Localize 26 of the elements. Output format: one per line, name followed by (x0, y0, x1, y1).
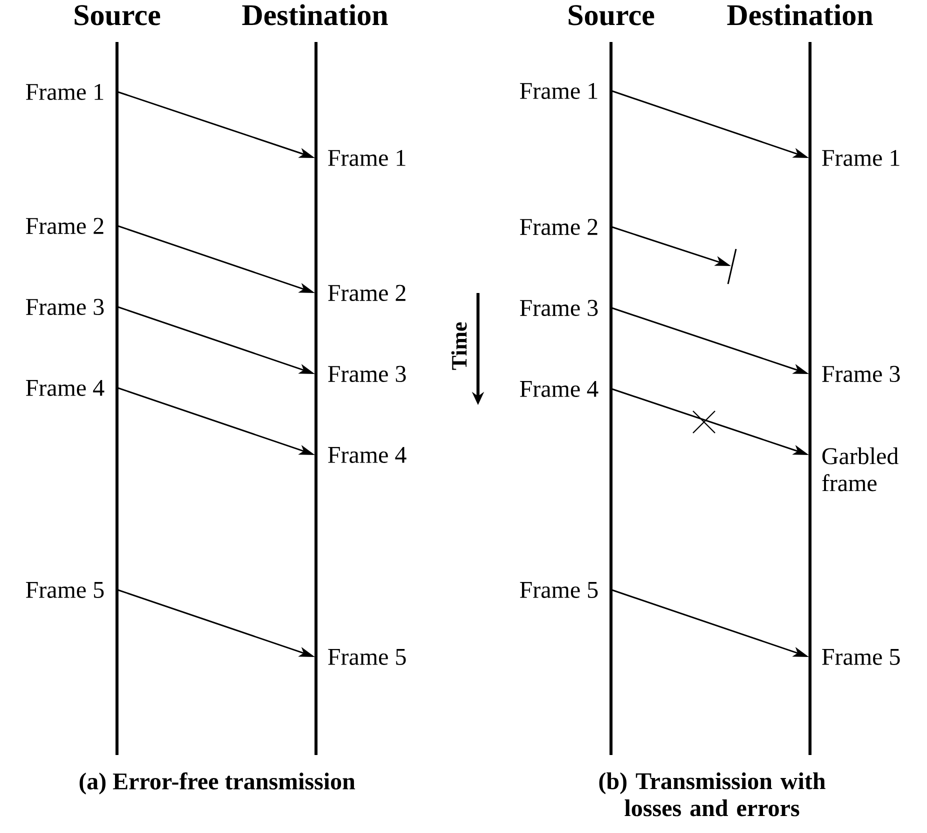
frame-label: Frame 3 (822, 366, 900, 382)
frame-label: Frame 2 (328, 284, 406, 302)
frame-label: Frame 4 (26, 380, 104, 396)
column-heading: Destination (727, 4, 873, 26)
frame-label: Frame 1 (822, 150, 900, 166)
frame-label: Frame 5 (328, 649, 406, 665)
frame-label: Frame 5 (26, 582, 104, 598)
frame-label: Frame 1 (328, 150, 406, 166)
frame-label: Frame 4 (520, 380, 598, 397)
column-heading: Source (568, 5, 654, 26)
panel-caption: (a) Error-free transmission (80, 772, 356, 794)
column-heading: Source (74, 5, 160, 26)
frame-label: Frame 1 (520, 82, 598, 100)
time-label: Time (451, 322, 467, 370)
frame-label: Frame 3 (328, 366, 406, 382)
frame-label: Frame 5 (520, 582, 598, 598)
frame-label: Frame 2 (26, 218, 104, 234)
column-heading: Destination (242, 4, 388, 26)
frame-label: Frame 1 (26, 84, 104, 100)
frame-label: Frame 5 (822, 649, 900, 665)
panel-caption: (b) Transmission with losses and errors (599, 772, 826, 816)
frame-label: Frame 4 (328, 446, 406, 463)
frame-label: Frame 3 (520, 300, 598, 316)
frame-label: Garbled frame (822, 447, 898, 492)
frame-label: Frame 2 (520, 218, 598, 236)
frame-label: Frame 3 (26, 298, 104, 316)
